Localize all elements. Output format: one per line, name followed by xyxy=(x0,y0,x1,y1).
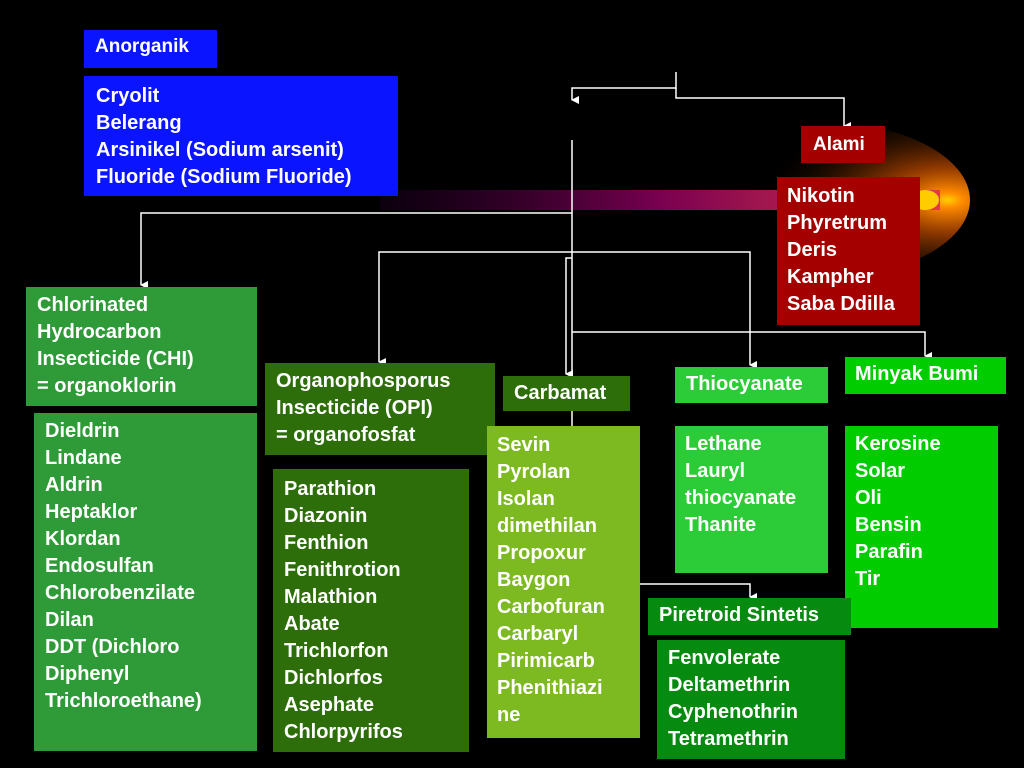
list-item: Belerang xyxy=(96,112,182,134)
anorganik-title: Anorganik xyxy=(95,36,189,57)
minyak-bumi-list: Kerosine Solar Oli Bensin Parafin Tir xyxy=(845,426,998,628)
list-item: Endosulfan xyxy=(45,555,154,577)
chi-title-line: Hydrocarbon xyxy=(37,321,162,343)
list-item: Kampher xyxy=(787,266,874,288)
list-item: Carbofuran xyxy=(497,596,605,618)
chi-title-line: = organoklorin xyxy=(37,375,177,397)
carbamat-title: Carbamat xyxy=(514,382,607,404)
list-item: Nikotin xyxy=(787,185,855,207)
opi-title-line: Insecticide (OPI) xyxy=(276,397,433,419)
list-item: Kerosine xyxy=(855,433,941,455)
list-item: Thanite xyxy=(685,514,757,536)
list-item: Aldrin xyxy=(45,474,103,496)
alami-title: Alami xyxy=(813,134,865,155)
list-item: Fluoride (Sodium Fluoride) xyxy=(96,166,352,188)
list-item: Trichloroethane) xyxy=(45,690,202,712)
list-item: Phyretrum xyxy=(787,212,888,234)
list-item: Cryolit xyxy=(96,85,160,107)
carbamat-list: Sevin Pyrolan Isolan dimethilan Propoxur… xyxy=(487,426,640,738)
opi-list: Parathion Diazonin Fenthion Fenithrotion… xyxy=(273,469,469,752)
list-item: Abate xyxy=(284,613,340,635)
connector-to-opi xyxy=(378,251,572,366)
list-item: Saba Ddilla xyxy=(787,293,895,315)
list-item: Parathion xyxy=(284,478,377,500)
list-item: Dieldrin xyxy=(45,420,120,442)
thiocyanate-title: Thiocyanate xyxy=(686,373,803,395)
list-item: Fenithrotion xyxy=(284,559,401,581)
list-item: Chlorobenzilate xyxy=(45,582,196,604)
connector-to-chi xyxy=(140,212,572,289)
list-item: Lethane xyxy=(685,433,762,455)
list-item: Carbaryl xyxy=(497,623,579,645)
list-item: Bensin xyxy=(855,514,922,536)
list-item: Solar xyxy=(855,460,906,482)
connector-top-left xyxy=(571,72,677,104)
list-item: Pirimicarb xyxy=(497,650,595,672)
list-item: Propoxur xyxy=(497,542,586,564)
list-item: Tetramethrin xyxy=(668,728,789,750)
list-item: Dilan xyxy=(45,609,94,631)
list-item: Sevin xyxy=(497,434,551,456)
list-item: Fenthion xyxy=(284,532,369,554)
anorganik-list: Cryolit Belerang Arsinikel (Sodium arsen… xyxy=(84,76,398,196)
list-item: Diazonin xyxy=(284,505,368,527)
list-item: DDT (Dichloro xyxy=(45,636,180,658)
piretroid-list: Fenvolerate Deltamethrin Cyphenothrin Te… xyxy=(657,640,845,759)
chi-title-line: Insecticide (CHI) xyxy=(37,348,194,370)
list-item: Heptaklor xyxy=(45,501,138,523)
opi-header: Organophosporus Insecticide (OPI) = orga… xyxy=(265,363,495,455)
anorganik-header: Anorganik xyxy=(84,30,217,68)
list-item: Arsinikel (Sodium arsenit) xyxy=(96,139,344,161)
connector-to-minyak xyxy=(572,331,932,360)
connector-to-alami xyxy=(675,88,851,130)
minyak-bumi-header: Minyak Bumi xyxy=(845,357,1006,394)
minyak-bumi-title: Minyak Bumi xyxy=(855,363,979,385)
list-item: Lindane xyxy=(45,447,122,469)
list-item: Dichlorfos xyxy=(284,667,383,689)
list-item: Asephate xyxy=(284,694,375,716)
list-item: Oli xyxy=(855,487,882,509)
list-item: Baygon xyxy=(497,569,571,591)
list-item: Malathion xyxy=(284,586,378,608)
alami-list: Nikotin Phyretrum Deris Kampher Saba Ddi… xyxy=(777,177,920,325)
piretroid-title: Piretroid Sintetis xyxy=(659,604,820,626)
thiocyanate-header: Thiocyanate xyxy=(675,367,828,403)
opi-title-line: = organofosfat xyxy=(276,424,416,446)
connector-to-thiocyanate xyxy=(572,251,757,369)
list-item: Lauryl xyxy=(685,460,746,482)
chi-title-line: Chlorinated xyxy=(37,294,149,316)
list-item: Deris xyxy=(787,239,838,261)
list-item: Deltamethrin xyxy=(668,674,791,696)
list-item: Isolan xyxy=(497,488,555,510)
thiocyanate-list: Lethane Lauryl thiocyanate Thanite xyxy=(675,426,828,573)
list-item: Klordan xyxy=(45,528,121,550)
list-item: ne xyxy=(497,704,521,726)
alami-header: Alami xyxy=(801,126,885,163)
piretroid-header: Piretroid Sintetis xyxy=(648,598,851,635)
list-item: Chlorpyrifos xyxy=(284,721,403,743)
list-item: Diphenyl xyxy=(45,663,130,685)
list-item: Cyphenothrin xyxy=(668,701,798,723)
list-item: Tir xyxy=(855,568,881,590)
list-item: Parafin xyxy=(855,541,923,563)
connector-to-carbamat xyxy=(565,257,573,378)
chi-header: Chlorinated Hydrocarbon Insecticide (CHI… xyxy=(26,287,257,406)
list-item: Fenvolerate xyxy=(668,647,781,669)
chi-list: Dieldrin Lindane Aldrin Heptaklor Klorda… xyxy=(34,413,257,751)
list-item: Phenithiazi xyxy=(497,677,603,699)
list-item: Pyrolan xyxy=(497,461,571,483)
carbamat-header: Carbamat xyxy=(503,376,630,411)
opi-title-line: Organophosporus xyxy=(276,370,451,392)
list-item: Trichlorfon xyxy=(284,640,389,662)
list-item: dimethilan xyxy=(497,515,598,537)
list-item: thiocyanate xyxy=(685,487,797,509)
